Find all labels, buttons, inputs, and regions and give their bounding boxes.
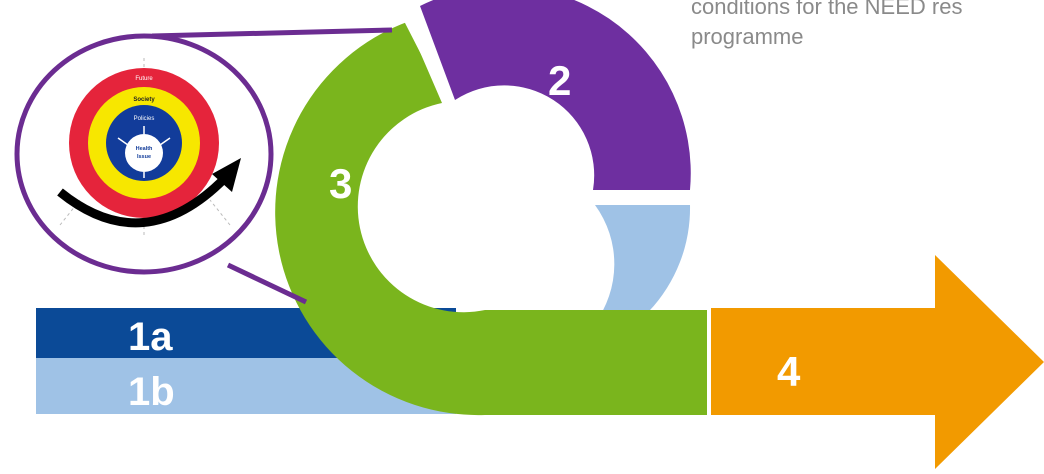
inset-label-future: Future: [135, 76, 153, 82]
connector-line-bottom: [226, 262, 308, 305]
inset-core: [125, 134, 163, 172]
ring-segment-3: [275, 22, 708, 416]
inset-arrow-head: [212, 158, 241, 192]
label-1b: 1b: [128, 370, 175, 414]
ring-segment-2: [420, 0, 691, 190]
ring-hole: [395, 110, 575, 290]
caption-text: conditions for the NEED res programme: [691, 0, 1044, 52]
inset-core-line2: Issue: [137, 154, 151, 160]
label-1a: 1a: [128, 315, 173, 359]
inset-label-policies: Policies: [134, 116, 155, 122]
caption-line-1: conditions for the NEED res: [691, 0, 963, 19]
connector-line-top: [151, 27, 393, 39]
segment-separator: [404, 18, 455, 106]
inset-core-line1: Health: [136, 146, 153, 152]
caption-line-2: programme: [691, 24, 804, 49]
inset-label-society: Society: [133, 97, 155, 103]
arrow-4: [711, 255, 1044, 469]
inset-arrows: [117, 126, 171, 178]
label-2: 2: [548, 57, 571, 104]
label-4: 4: [777, 348, 801, 395]
inset-curved-arrow: [57, 174, 229, 228]
label-3: 3: [329, 160, 352, 207]
ring-light-blue-segment: [480, 205, 691, 365]
